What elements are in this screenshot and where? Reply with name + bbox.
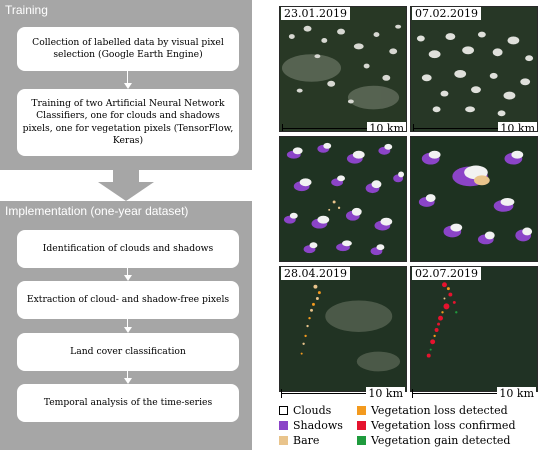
legend-label: Vegetation gain detected — [371, 433, 511, 447]
legend-item-clouds: Clouds — [279, 403, 331, 417]
arrow-head — [124, 83, 132, 89]
training-title: Training — [5, 3, 48, 17]
legend-swatch — [357, 420, 366, 430]
big-down-arrow — [98, 170, 154, 201]
scale-bar: 10 km — [413, 122, 537, 131]
legend-label: Vegetation loss detected — [371, 403, 508, 417]
legend-label: Clouds — [293, 403, 332, 417]
legend-swatch — [279, 420, 288, 430]
scale-bar-label: 10 km — [367, 122, 406, 131]
arrow-shaft — [127, 71, 128, 85]
image-date-label: 02.07.2019 — [412, 267, 481, 280]
image-date-label: 23.01.2019 — [281, 7, 350, 20]
satellite-image-jan-raw: 23.01.2019 10 km — [279, 6, 407, 132]
change-image-april: 28.04.2019 — [279, 266, 407, 392]
arrow-head — [124, 327, 132, 333]
satellite-image-feb-raw: 07.02.2019 10 km — [410, 6, 538, 132]
legend-item-vegetation-loss-detected: Vegetation loss detected — [357, 403, 508, 417]
legend-item-shadows: Shadows — [279, 418, 343, 432]
arrow-head — [124, 275, 132, 281]
step-extract-pixels: Extraction of cloud- and shadow-free pix… — [17, 281, 239, 319]
step-temporal-analysis: Temporal analysis of the time-series — [17, 384, 239, 422]
legend-label: Bare — [293, 433, 320, 447]
legend-swatch — [357, 435, 366, 445]
legend-item-bare: Bare — [279, 433, 319, 447]
scale-bar: 10 km — [281, 387, 405, 403]
legend-item-vegetation-gain-detected: Vegetation gain detected — [357, 433, 510, 447]
image-date-label: 28.04.2019 — [281, 267, 350, 280]
scale-bar: 10 km — [282, 122, 406, 131]
step-land-cover-classification: Land cover classification — [17, 333, 239, 371]
legend-swatch — [279, 435, 288, 445]
legend-item-vegetation-loss-confirmed: Vegetation loss confirmed — [357, 418, 516, 432]
scale-bar-label: 10 km — [498, 122, 537, 131]
step-identify-clouds: Identification of clouds and shadows — [17, 230, 239, 268]
arrow-shaft — [127, 371, 128, 379]
classified-image-jan — [279, 136, 407, 262]
change-image-july: 02.07.2019 — [410, 266, 538, 392]
arrow-shaft — [127, 319, 128, 328]
scale-bar-label: 10 km — [366, 387, 405, 400]
step-train-classifiers: Training of two Artificial Neural Networ… — [17, 89, 239, 156]
classified-image-feb — [410, 136, 538, 262]
legend-swatch — [279, 405, 288, 415]
legend-swatch — [357, 405, 366, 415]
scale-bar-label: 10 km — [497, 387, 536, 400]
implementation-title: Implementation (one-year dataset) — [5, 204, 189, 218]
step-collect-labelled-data: Collection of labelled data by visual pi… — [17, 27, 239, 71]
legend-label: Vegetation loss confirmed — [371, 418, 516, 432]
arrow-head — [124, 378, 132, 384]
scale-bar: 10 km — [412, 387, 536, 403]
arrow-shaft — [127, 268, 128, 276]
legend-label: Shadows — [293, 418, 343, 432]
image-date-label: 07.02.2019 — [412, 7, 481, 20]
